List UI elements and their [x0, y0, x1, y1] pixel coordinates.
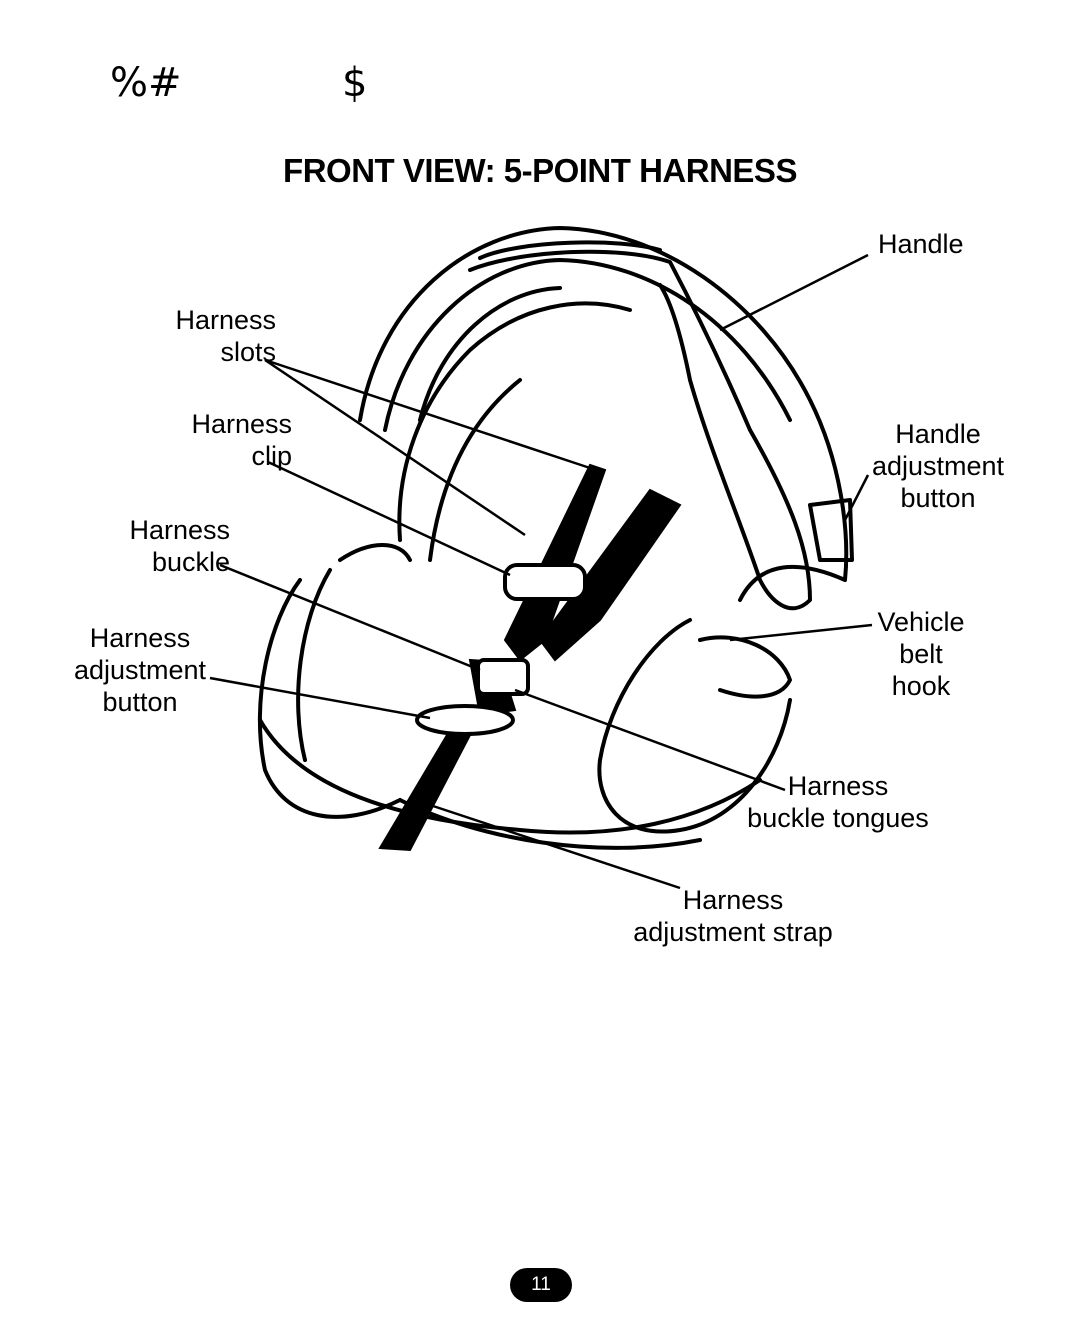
right-wing	[597, 618, 792, 834]
page-number: 11	[531, 1274, 551, 1295]
page-number-badge: 11	[510, 1268, 572, 1302]
label-vehicle-belt-hook: Vehicle belt hook	[877, 607, 965, 701]
leader-handle	[719, 253, 869, 332]
label-harness-buckle-tongues: Harness buckle tongues	[747, 771, 929, 833]
shell-inner-outline	[383, 258, 792, 432]
harness-adjustment-button	[415, 704, 515, 736]
seat-back	[397, 301, 632, 542]
page-title: FRONT VIEW: 5-POINT HARNESS	[283, 152, 797, 189]
label-harness-slots: Harness slots	[175, 305, 276, 367]
label-harness-buckle: Harness buckle	[129, 515, 230, 577]
label-harness-adjustment-button: Harness adjustment button	[73, 623, 207, 717]
header-glyphs-right: $	[342, 60, 368, 106]
leader-adjustment-button	[209, 676, 431, 720]
leader-adjustment-strap	[429, 803, 681, 890]
leader-vehicle-belt-hook	[729, 623, 873, 642]
leader-slots-2	[264, 358, 526, 537]
header-glyphs: %# $	[110, 60, 367, 106]
adjustment-strap	[378, 728, 472, 852]
harness-buckle	[476, 658, 530, 696]
left-shoulder-strap	[503, 463, 607, 662]
label-harness-adjustment-strap: Harness adjustment strap	[633, 885, 833, 947]
right-shoulder-strap	[538, 488, 682, 662]
harness-clip	[503, 563, 587, 601]
header-glyphs-left: %#	[110, 60, 182, 106]
label-handle-adjustment-button: Handle adjustment button	[871, 419, 1005, 513]
leader-slots-1	[264, 358, 591, 470]
leader-buckle	[219, 563, 481, 672]
leader-buckle-tongues	[514, 688, 786, 792]
leader-clip	[267, 460, 511, 577]
label-harness-clip: Harness clip	[191, 409, 292, 471]
seat-base	[258, 718, 762, 835]
left-wing	[257, 578, 402, 819]
leader-handle-adjustment-button	[843, 474, 870, 521]
handle	[468, 249, 812, 611]
shell-outline	[358, 226, 849, 602]
label-handle: Handle	[878, 229, 964, 259]
handle-adjustment-button	[808, 498, 854, 562]
